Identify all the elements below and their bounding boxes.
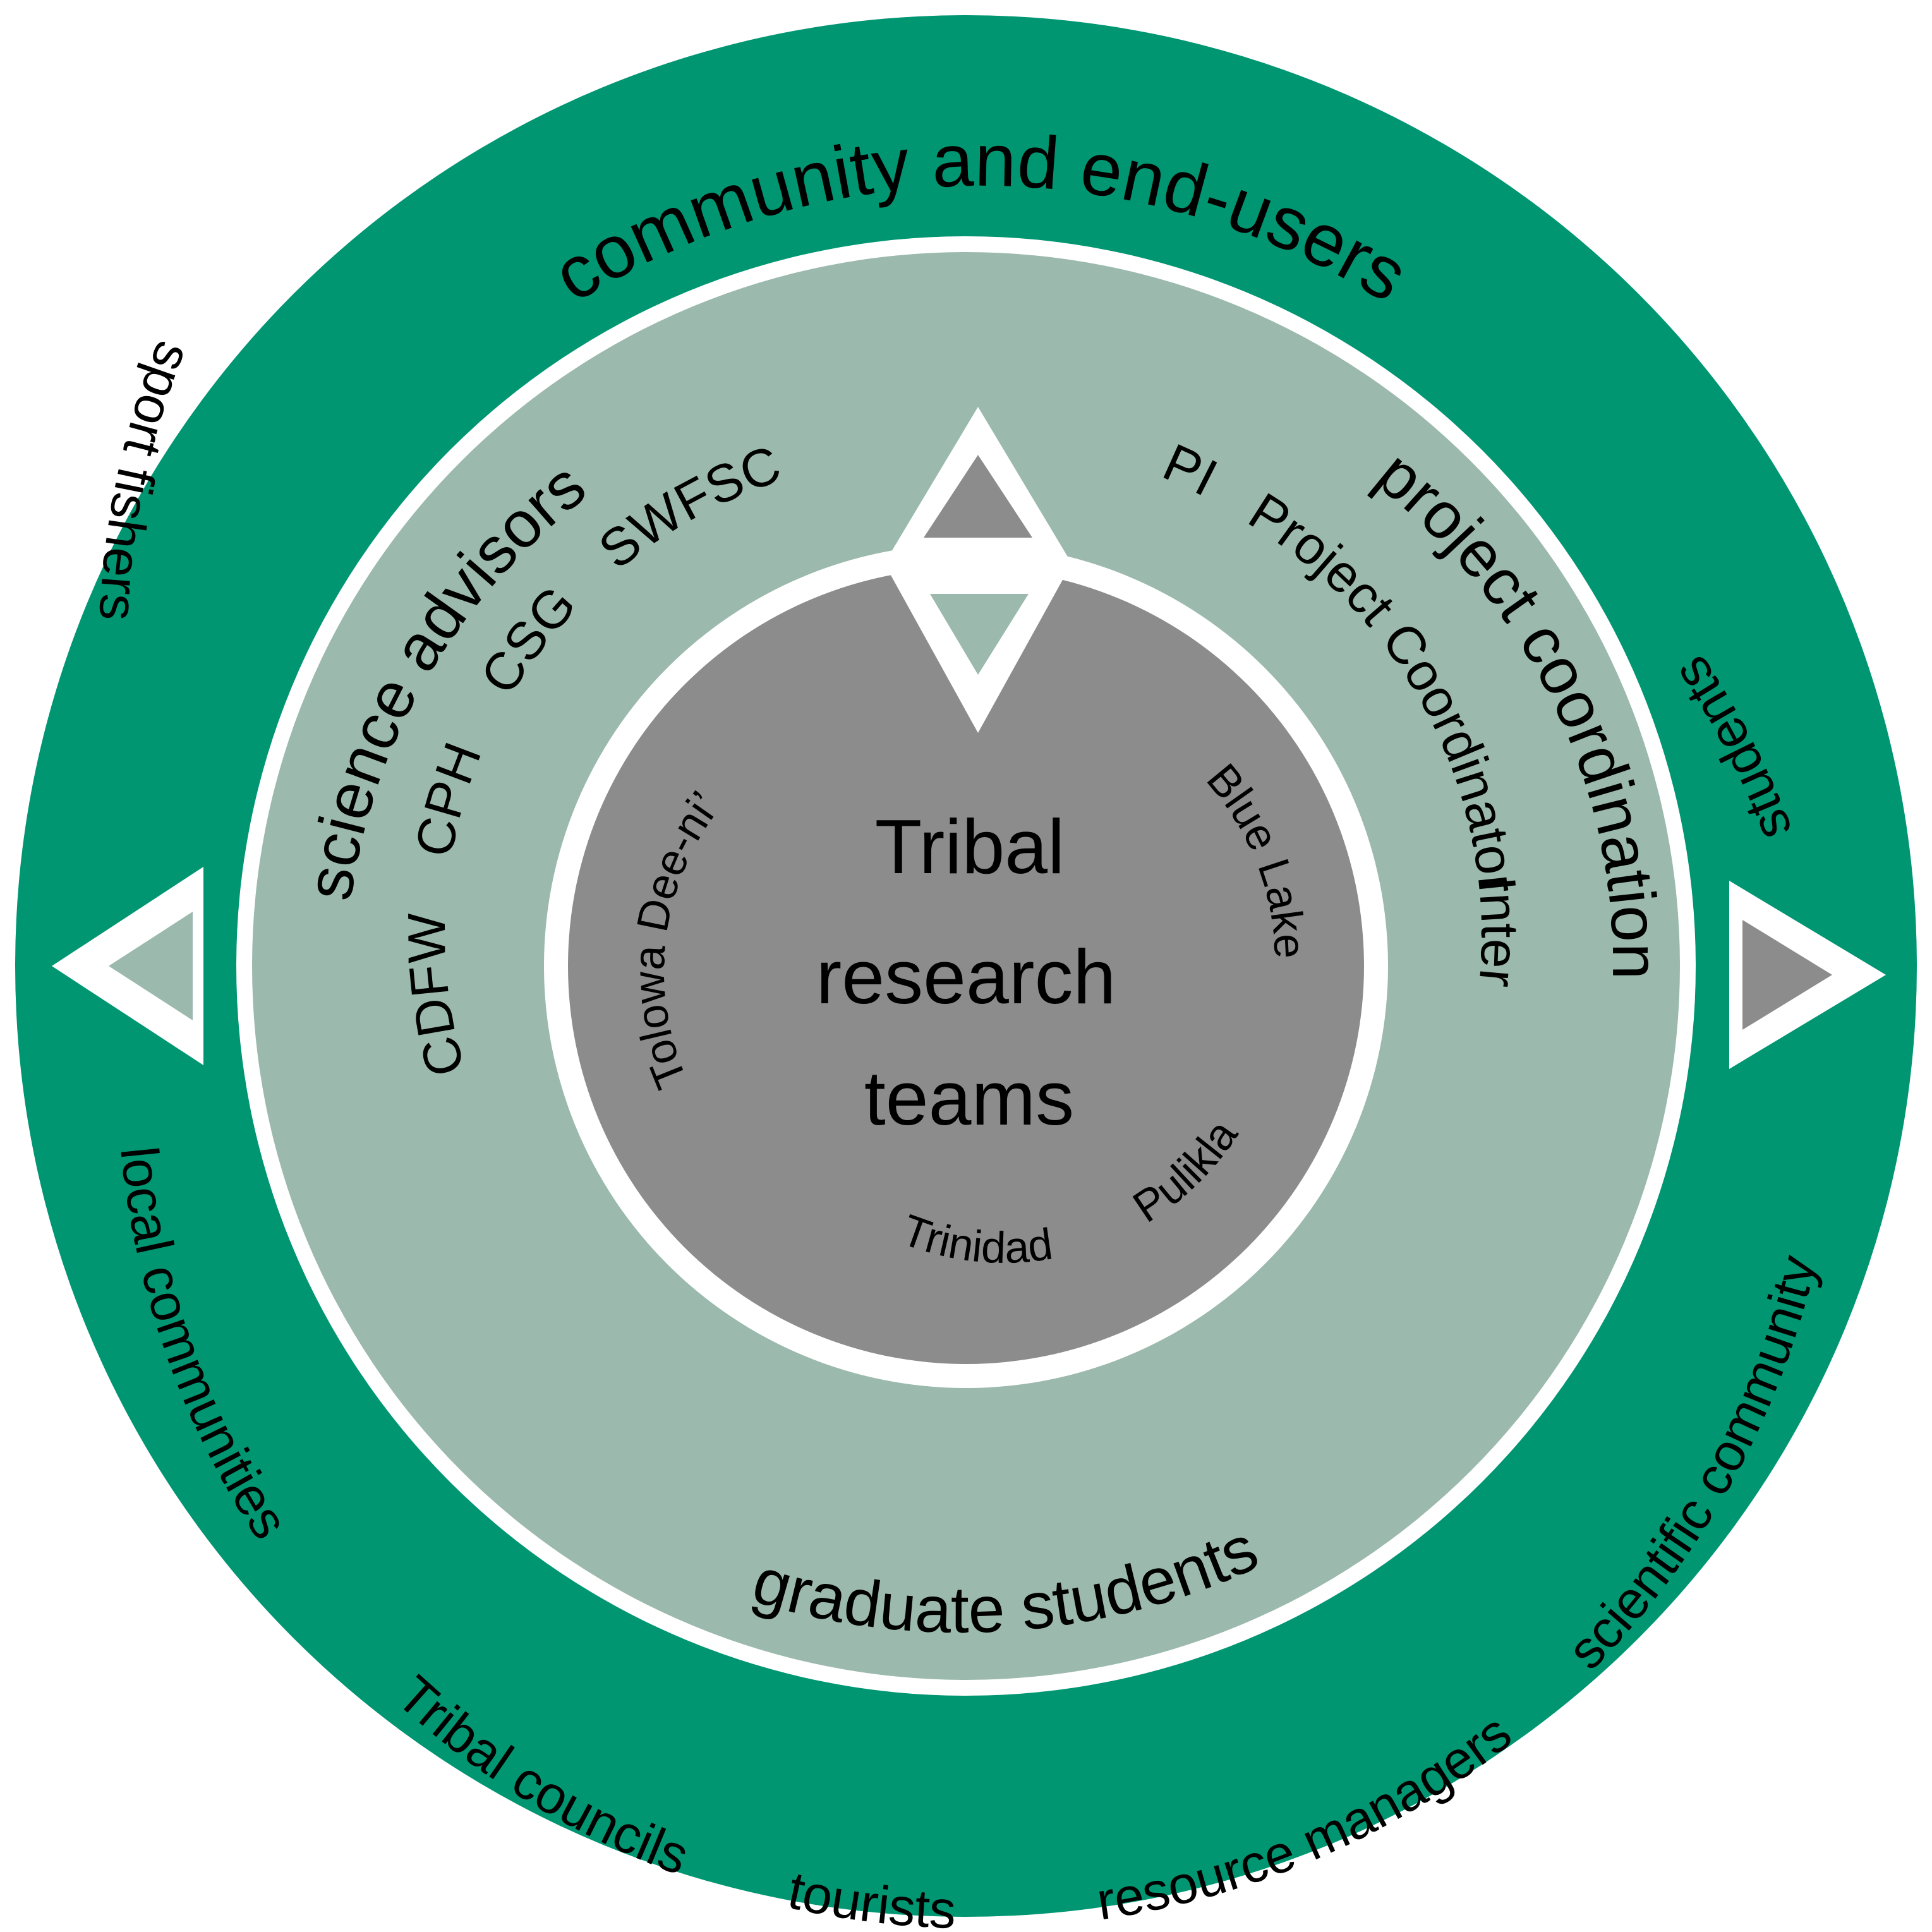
core-title-line-2: research: [816, 934, 1116, 1020]
core-circle: [568, 568, 1364, 1364]
core-title-line-1: Tribal: [875, 804, 1065, 890]
core-title-line-3: teams: [864, 1055, 1074, 1141]
